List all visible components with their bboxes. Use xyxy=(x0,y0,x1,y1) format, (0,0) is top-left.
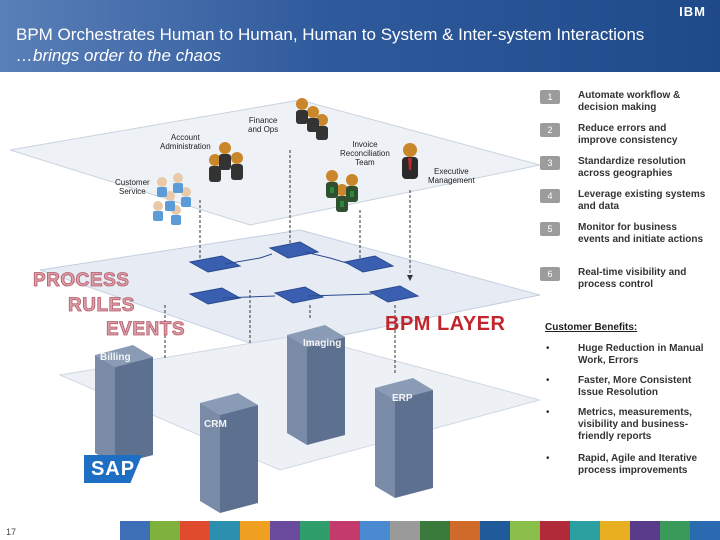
bpm-scene-illustration xyxy=(9,98,540,513)
server-label-erp: ERP xyxy=(392,393,413,404)
benefit-text: Monitor for business events and initiate… xyxy=(578,222,704,245)
sap-logo: SAP xyxy=(84,455,142,483)
process-box xyxy=(343,255,395,273)
customer-benefit-text: Huge Reduction in Manual Work, Errors xyxy=(578,343,704,366)
ibm-logo: IBM xyxy=(679,4,706,19)
benefit-number: 4 xyxy=(540,189,560,203)
server-label-crm: CRM xyxy=(204,419,227,430)
decorative-footer-strip xyxy=(120,521,720,540)
bullet-icon: • xyxy=(546,453,550,464)
process-box xyxy=(188,287,242,305)
people-icons xyxy=(153,98,418,225)
benefit-number: 3 xyxy=(540,156,560,170)
layer-word-process: PROCESS xyxy=(33,270,130,292)
slide-subtitle: …brings order to the chaos xyxy=(16,46,222,65)
benefit-number: 6 xyxy=(540,267,560,281)
process-box xyxy=(368,285,420,303)
benefit-number: 5 xyxy=(540,222,560,236)
slide-title: BPM Orchestrates Human to Human, Human t… xyxy=(16,25,645,44)
benefit-number: 1 xyxy=(540,90,560,104)
bullet-icon: • xyxy=(546,375,550,386)
customer-benefit-text: Rapid, Agile and Iterative process impro… xyxy=(578,453,698,476)
benefit-text: Automate workflow & decision making xyxy=(578,90,681,113)
server-label-billing: Billing xyxy=(100,352,131,363)
benefit-text: Reduce errors and improve consistency xyxy=(578,123,678,146)
benefit-text: Leverage existing systems and data xyxy=(578,189,706,212)
bullet-icon: • xyxy=(546,407,550,418)
bullet-icon: • xyxy=(546,343,550,354)
customer-benefits-title: Customer Benefits: xyxy=(545,322,638,333)
benefit-number: 2 xyxy=(540,123,560,137)
page-number: 17 xyxy=(6,527,17,537)
layer-word-events: EVENTS xyxy=(106,319,186,341)
customer-benefit-text: Metrics, measurements, visibility and bu… xyxy=(578,407,692,442)
process-box xyxy=(273,286,325,304)
bpm-layer-label: BPM LAYER xyxy=(385,313,506,335)
server-label-imaging: Imaging xyxy=(303,338,342,349)
customer-benefit-text: Faster, More Consistent Issue Resolution xyxy=(578,375,692,398)
process-box xyxy=(268,241,320,259)
server-racks xyxy=(95,325,433,513)
benefit-text: Real-time visibility and process control xyxy=(578,267,687,290)
layer-word-rules: RULES xyxy=(68,295,135,317)
title-bar: BPM Orchestrates Human to Human, Human t… xyxy=(0,0,720,72)
benefit-text: Standardize resolution across geographie… xyxy=(578,156,686,179)
process-box xyxy=(188,255,242,273)
